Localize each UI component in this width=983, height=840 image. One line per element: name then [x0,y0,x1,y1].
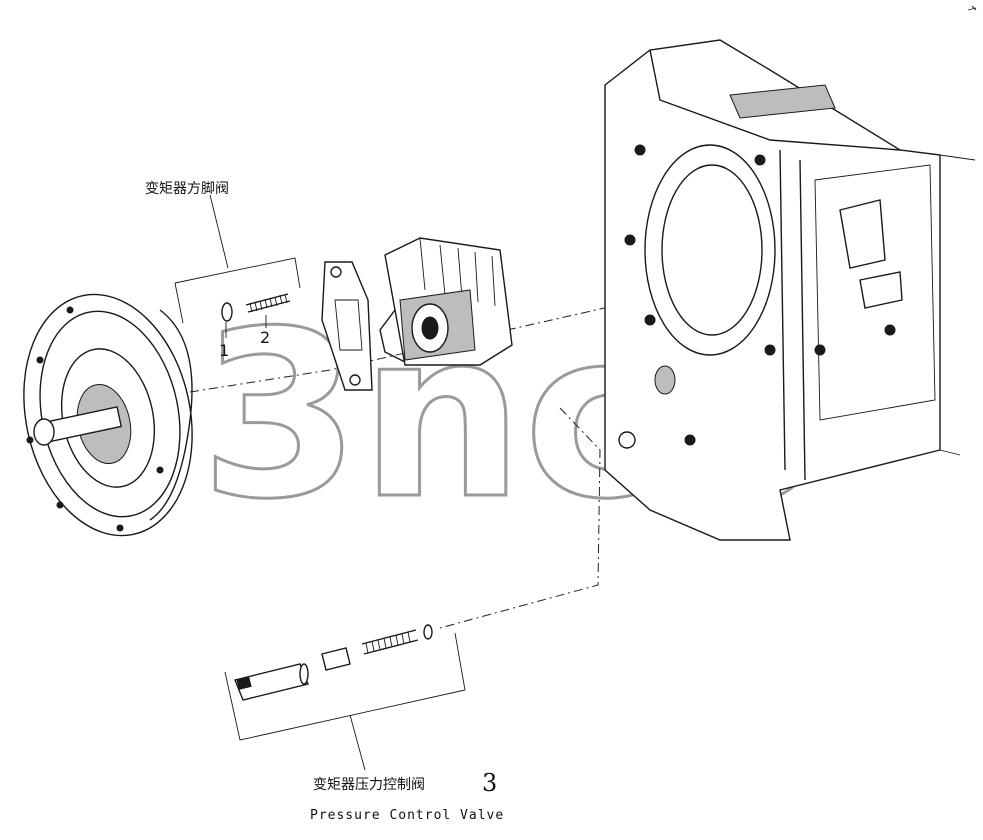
bolt-hole [36,356,44,364]
bottom-group-number: 3 [482,769,497,797]
housing-bolt [624,234,636,246]
housing-bolt [684,434,696,446]
side-cover [814,164,936,421]
valve-spool [234,663,309,701]
part-2-label: 2 [260,328,270,347]
top-valve-parts [221,293,291,338]
housing-bore-inner [661,164,763,336]
valve-spring [361,629,419,655]
bottom-bracket [224,632,466,741]
bottom-leader-line [349,714,366,771]
housing-bolt [644,314,656,326]
housing-bolt [754,154,766,166]
transmission-housing [604,5,977,541]
pump-cover-flange [23,293,193,537]
bolt-hole [56,501,64,509]
gasket [321,261,373,391]
bolt-hole [66,306,74,314]
housing-bolt [634,144,646,156]
bottom-group-english-label: Pressure Control Valve [310,808,504,823]
bolt-hole [116,524,124,532]
part-2-spring [245,293,291,313]
gasket-plate [321,261,373,391]
valve-body [379,237,513,366]
axis-line-to-valve [439,407,601,629]
housing-port [654,365,676,395]
housing-bore-outer [644,144,776,356]
housing-bolt [814,344,826,356]
corner-mark [967,5,977,11]
flange-rim-side [149,309,193,521]
bottom-callout-bracket [224,632,466,771]
bolt-hole [156,466,164,474]
housing-bolt [884,324,896,336]
housing-top-opening [729,84,836,119]
part-1-washer [221,302,233,322]
top-bracket-top [174,257,301,289]
valve-fins [419,237,496,307]
pressure-control-valve-parts [234,624,433,701]
top-group-label: 变矩器方脚阀 [145,181,229,197]
top-bracket-left [174,282,184,324]
bolt-hole [26,436,34,444]
valve-sleeve [321,647,351,671]
top-callout-bracket [174,194,301,324]
top-leader-line [209,194,229,269]
shaft-end [33,418,55,446]
valve-retainer [423,624,433,640]
part-1-label: 1 [219,341,229,360]
bottom-group-label: 变矩器压力控制阀 [313,777,425,793]
housing-bolt [764,344,776,356]
